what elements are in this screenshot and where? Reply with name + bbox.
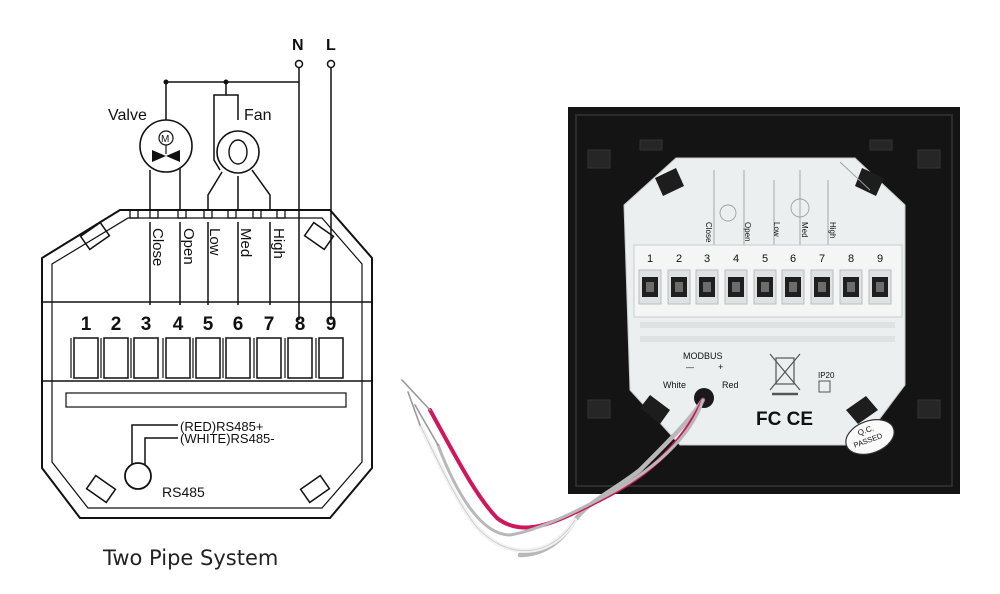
terminal-slot: [133, 337, 159, 379]
photo-terminal-number: 1: [647, 253, 653, 265]
svg-text:M: M: [161, 134, 169, 145]
terminal-number: 5: [203, 314, 214, 335]
terminal-slot: [103, 337, 129, 379]
gray-wire: [436, 398, 705, 537]
photo-terminal-number: 2: [676, 253, 682, 265]
rs485-minus-label: (WHITE)RS485-: [180, 431, 275, 446]
med-label: Med: [237, 228, 254, 257]
fan-motor-icon: [216, 130, 260, 174]
white-wire-edge: [419, 424, 576, 552]
terminal-number: 4: [173, 314, 184, 335]
photo-terminal-number: 7: [819, 253, 825, 265]
modbus-label: MODBUS: [683, 351, 723, 361]
terminal-number: 2: [111, 314, 122, 335]
sticker-wiring-art: [713, 161, 871, 245]
qc-passed-sticker: Q.C. PASSED: [845, 419, 895, 455]
photo-terminal-number: 5: [762, 253, 768, 265]
fan-label: Fan: [244, 107, 272, 124]
photo-terminal-number: 3: [704, 253, 710, 265]
photo-lower-ribs: [640, 322, 895, 342]
terminal-number: 9: [326, 314, 337, 335]
neutral-label: N: [292, 37, 304, 54]
svg-text:Med: Med: [800, 222, 809, 238]
terminal-number: 6: [233, 314, 244, 335]
terminal-number: 7: [264, 314, 275, 335]
photo-terminal-screws: [638, 269, 892, 305]
terminal-slot: [287, 337, 313, 379]
terminal-slot: [256, 337, 282, 379]
wiring-junctions: [163, 79, 229, 85]
terminal-number: 1: [81, 314, 92, 335]
photo-terminal-screw: [732, 282, 740, 292]
stripped-ends: [401, 379, 439, 446]
white-label: White: [663, 380, 686, 390]
photo-terminal-number: 4: [733, 253, 739, 265]
terminal-slot: [225, 337, 251, 379]
diagram-caption: Two Pipe System: [103, 546, 279, 570]
photo-terminal-screw: [818, 282, 826, 292]
rs485-leads: [131, 424, 178, 465]
ip-rating-label: IP20: [818, 371, 835, 380]
terminal-block-base: [65, 392, 347, 408]
rs485-cable: [401, 379, 706, 558]
svg-text:High: High: [828, 222, 837, 238]
photo-terminal-screw: [646, 282, 654, 292]
mounting-clip-top-left: [79, 221, 111, 251]
live-label: L: [326, 37, 336, 54]
terminal-slot: [73, 337, 99, 379]
close-label: Close: [149, 228, 166, 266]
photo-terminal-screw: [847, 282, 855, 292]
open-label: Open: [180, 228, 197, 265]
svg-text:Low: Low: [772, 222, 781, 237]
thermostat-outline: [41, 209, 373, 519]
valve-icon: M: [139, 119, 193, 173]
terminal-function-labels: Close Open Low Med High: [149, 228, 287, 266]
terminal-number-labels: 1 2 3 4 5 6 7 8 9: [81, 314, 337, 335]
low-label: Low: [206, 228, 223, 256]
sticker-labels: Close Open Low Med High: [704, 222, 837, 243]
photo-terminal-screw: [789, 282, 797, 292]
terminal-notch-row: [129, 209, 286, 219]
terminal-slot: [165, 337, 191, 379]
weee-bin-icon: [769, 353, 801, 396]
minus-sign: —: [686, 363, 694, 372]
ip-rating-square: [818, 380, 831, 393]
red-label: Red: [722, 380, 739, 390]
svg-text:Close: Close: [704, 222, 713, 243]
housing-tabs: [587, 139, 941, 419]
svg-text:Open: Open: [743, 222, 752, 242]
wiring-lines: [149, 68, 332, 320]
photo-terminal-screw: [761, 282, 769, 292]
mounting-clip-bottom-left: [85, 474, 117, 504]
neutral-terminal: [294, 59, 304, 69]
photo-terminal-number: 9: [877, 253, 883, 265]
rs485-plus-label: (RED)RS485+: [180, 419, 263, 434]
plus-sign: +: [718, 362, 723, 372]
photo-terminal-screw: [703, 282, 711, 292]
thermostat-inner-outline: [51, 217, 363, 509]
terminal-screws: [70, 337, 344, 379]
cert-mark: FC CE: [756, 409, 813, 430]
terminal-slot: [318, 337, 344, 379]
photo-terminal-number: 8: [848, 253, 854, 265]
photo-terminal-screw: [675, 282, 683, 292]
mounting-clip-top-right: [303, 221, 335, 251]
terminal-slot: [195, 337, 221, 379]
thermostat-photo: Close Open Low Med High 1 2 3 4 5 6 7 8 …: [401, 107, 960, 558]
rs485-port: [124, 462, 152, 490]
high-label: High: [270, 228, 287, 259]
photo-terminal-numbers: 1 2 3 4 5 6 7 8 9: [647, 253, 883, 265]
rs485-label: RS485: [162, 484, 205, 500]
mounting-clip-bottom-right: [299, 474, 331, 504]
valve-label: Valve: [108, 107, 147, 124]
body-clips: [640, 168, 884, 424]
terminal-number: 3: [141, 314, 152, 335]
terminal-number: 8: [295, 314, 306, 335]
live-terminal: [326, 59, 336, 69]
photo-terminal-screw: [876, 282, 884, 292]
photo-terminal-number: 6: [790, 253, 796, 265]
